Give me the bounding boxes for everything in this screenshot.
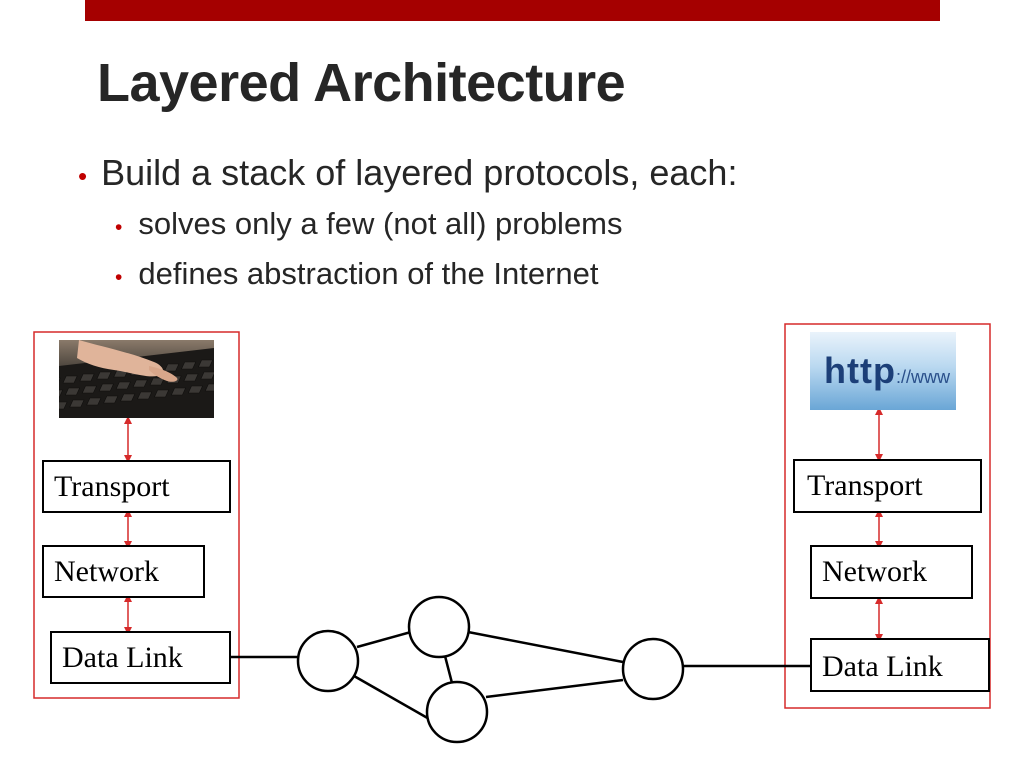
bullet-item-main: • Build a stack of layered protocols, ea… bbox=[78, 152, 737, 194]
left-transport-layer: Transport bbox=[42, 460, 231, 513]
link-node1-node3 bbox=[353, 674, 432, 722]
bullet-item-sub: • defines abstraction of the Internet bbox=[115, 256, 599, 292]
left-network-layer: Network bbox=[42, 545, 205, 598]
http-photo: http://www bbox=[810, 332, 956, 410]
bullet-text: defines abstraction of the Internet bbox=[138, 256, 599, 291]
bullet-text: solves only a few (not all) problems bbox=[138, 206, 623, 241]
network-node bbox=[425, 680, 489, 744]
bullet-dot: • bbox=[115, 266, 123, 289]
top-accent-bar bbox=[85, 0, 940, 21]
right-network-layer: Network bbox=[810, 545, 973, 599]
left-stack-frame bbox=[33, 331, 240, 699]
slide-title: Layered Architecture bbox=[97, 53, 626, 113]
http-photo-text: http://www bbox=[824, 350, 950, 391]
network-node bbox=[407, 595, 471, 659]
bullet-item-sub: • solves only a few (not all) problems bbox=[115, 206, 623, 242]
bullet-text: Build a stack of layered protocols, each… bbox=[101, 152, 738, 193]
right-transport-layer: Transport bbox=[793, 459, 982, 513]
bullet-dot: • bbox=[78, 161, 88, 191]
link-node2-node4 bbox=[467, 630, 624, 664]
right-stack-frame bbox=[784, 323, 991, 709]
network-node bbox=[621, 637, 685, 701]
link-node3-node4 bbox=[485, 678, 624, 699]
link-node1-node2 bbox=[356, 630, 412, 649]
network-node bbox=[296, 629, 360, 693]
right-data-link-layer: Data Link bbox=[810, 638, 990, 692]
link-node2-node3 bbox=[443, 655, 454, 684]
bullet-dot: • bbox=[115, 216, 123, 239]
keyboard-photo bbox=[59, 340, 214, 418]
left-data-link-layer: Data Link bbox=[50, 631, 231, 684]
